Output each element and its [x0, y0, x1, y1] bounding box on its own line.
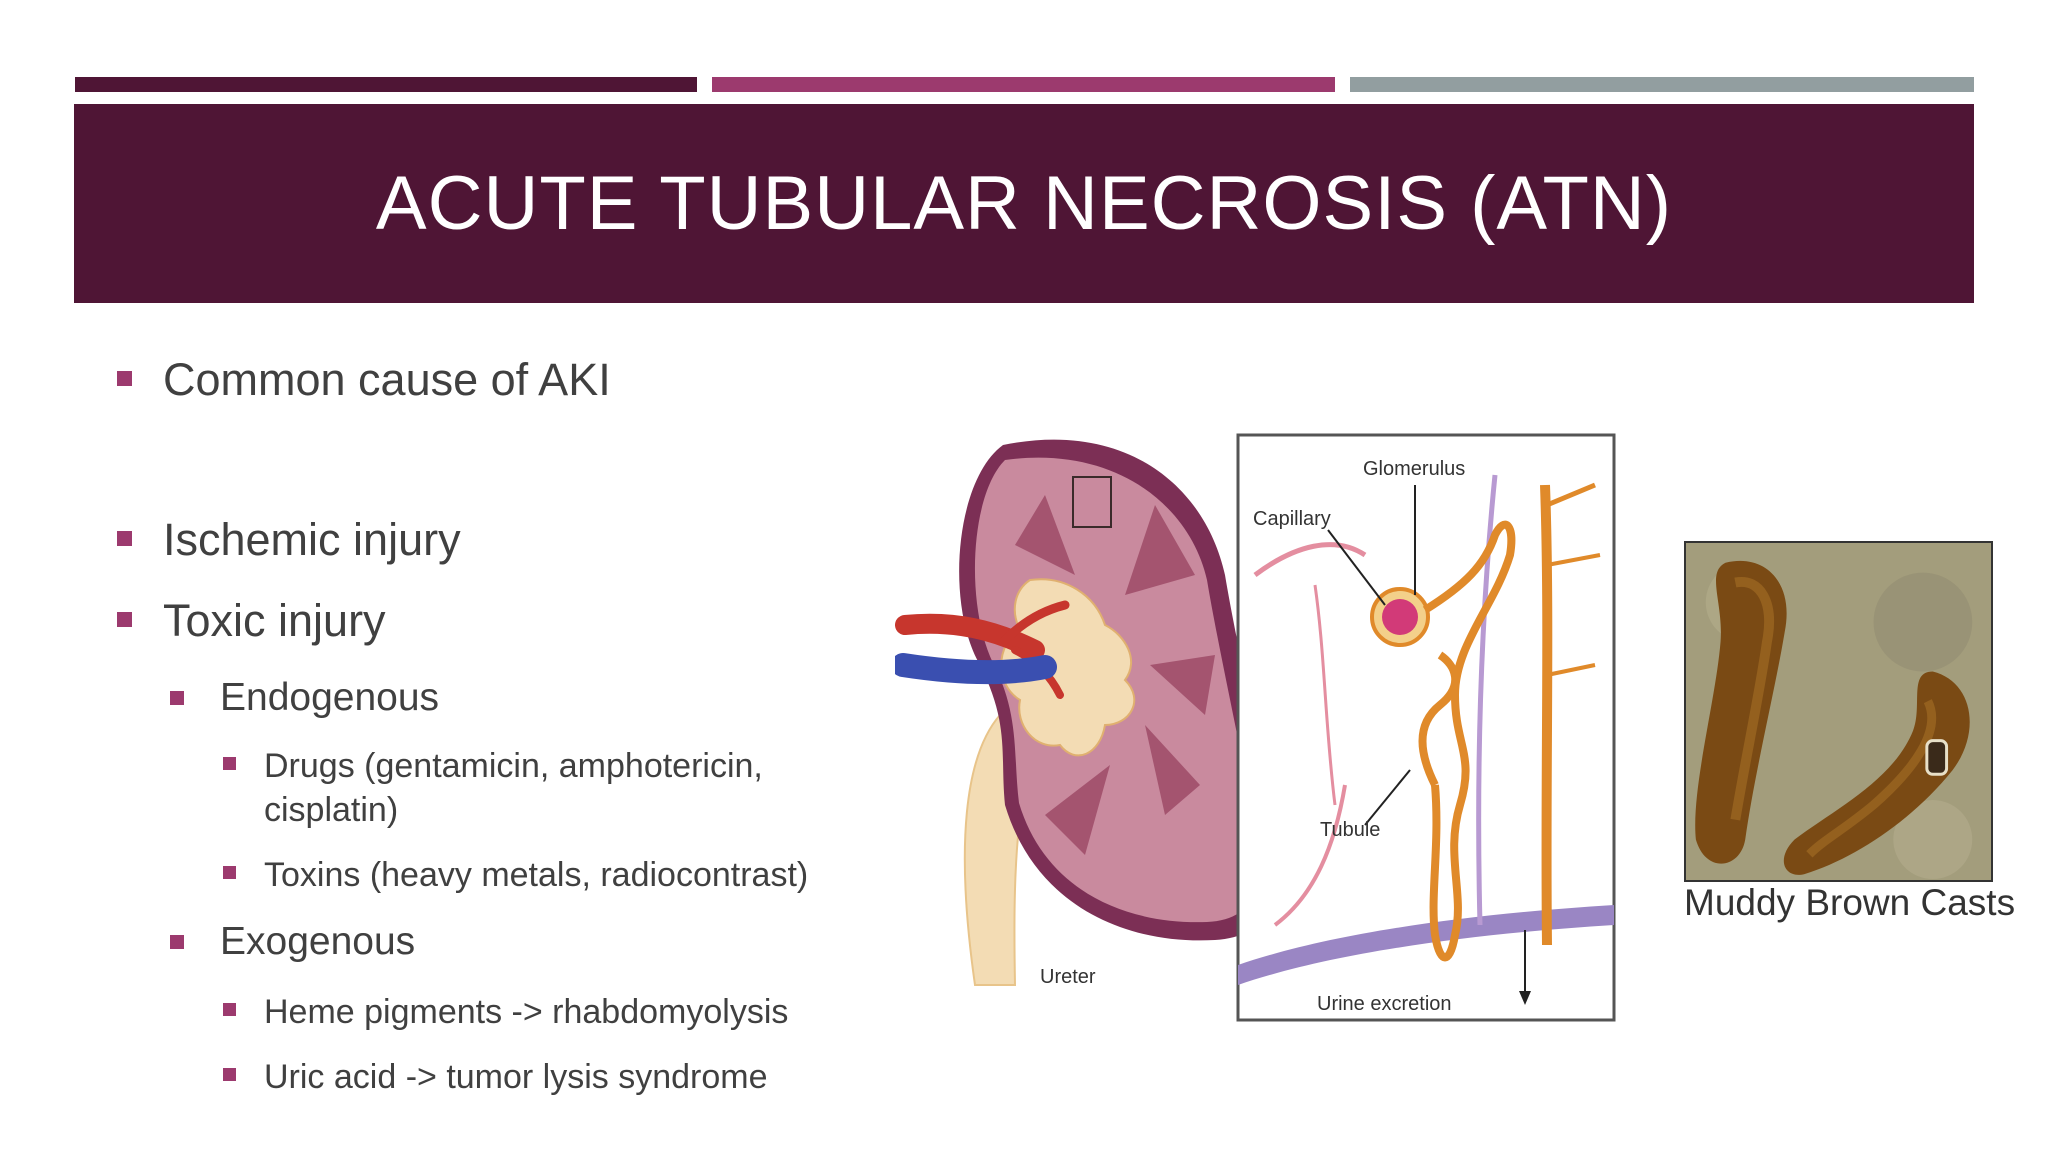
bullet-item: Toxic injury — [117, 596, 386, 646]
accent-bar-dark — [75, 77, 697, 92]
bullet-square-icon — [117, 531, 132, 546]
bullet-text: Ischemic injury — [163, 514, 461, 565]
bullet-square-icon — [223, 1068, 236, 1081]
muddy-brown-casts-micrograph — [1684, 541, 1993, 882]
bullet-text: Common cause of AKI — [163, 354, 611, 405]
kidney-nephron-diagram: Glomerulus Capillary Tubule Ureter Urine… — [895, 425, 1635, 1050]
bullet-item: Toxins (heavy metals, radiocontrast) — [223, 853, 808, 897]
bullet-item: Ischemic injury — [117, 515, 461, 565]
bullet-square-icon — [170, 935, 184, 949]
bullet-text: Toxic injury — [163, 595, 386, 646]
bullet-square-icon — [223, 866, 236, 879]
bullet-text: Exogenous — [220, 920, 416, 963]
bullet-text: cisplatin) — [264, 791, 399, 829]
ureter-label: Ureter — [1040, 966, 1096, 988]
bullet-item: Uric acid -> tumor lysis syndrome — [223, 1055, 768, 1099]
glomerulus-label: Glomerulus — [1363, 458, 1465, 480]
bullet-text: Drugs (gentamicin, amphotericin, — [264, 747, 763, 785]
bullet-square-icon — [117, 371, 132, 386]
bullet-square-icon — [223, 757, 236, 770]
bullet-item: Drugs (gentamicin, amphotericin, — [223, 744, 763, 788]
bullet-text: Uric acid -> tumor lysis syndrome — [264, 1058, 768, 1096]
bullet-square-icon — [170, 691, 184, 705]
bullet-text: Endogenous — [220, 676, 440, 719]
bullet-list: Common cause of AKI Ischemic injury Toxi… — [0, 0, 900, 1152]
bullet-text: Heme pigments -> rhabdomyolysis — [264, 993, 789, 1031]
slide-title: ACUTE TUBULAR NECROSIS (ATN) — [375, 161, 1673, 246]
title-banner: ACUTE TUBULAR NECROSIS (ATN) — [74, 104, 1974, 303]
capillary-label: Capillary — [1253, 508, 1331, 530]
bullet-item: Heme pigments -> rhabdomyolysis — [223, 990, 788, 1034]
bullet-item: Endogenous — [170, 676, 439, 720]
bullet-item: Exogenous — [170, 920, 415, 964]
tubule-label: Tubule — [1320, 819, 1380, 841]
bullet-item: Common cause of AKI — [117, 355, 611, 405]
micrograph-caption: Muddy Brown Casts — [1684, 882, 2016, 923]
accent-bar-gray — [1350, 77, 1974, 92]
bullet-text: Toxins (heavy metals, radiocontrast) — [264, 856, 809, 894]
bullet-continuation: cisplatin) — [264, 788, 398, 832]
urine-excretion-label: Urine excretion — [1317, 993, 1452, 1015]
bullet-square-icon — [117, 612, 132, 627]
bullet-square-icon — [223, 1003, 236, 1016]
accent-bar-magenta — [712, 77, 1335, 92]
